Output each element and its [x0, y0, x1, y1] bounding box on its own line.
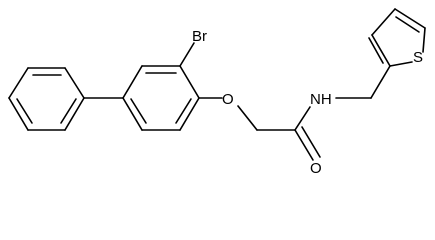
bromophenyl-ring [122, 65, 200, 131]
carbonyl-oxygen-label: O [310, 160, 322, 177]
structure-diagram: Br O NH O S [8, 8, 426, 177]
bromine-label: Br [192, 28, 207, 45]
carbonyl-double-bond [294, 126, 321, 161]
phenyl-ring [8, 67, 85, 131]
amide-nh-label: NH [310, 91, 332, 108]
c-br-bond [179, 42, 195, 67]
thiophene-ring [368, 8, 426, 67]
sulfur-label: S [413, 49, 423, 66]
ch2-thiophene-bond [370, 65, 391, 99]
molecule-drawing: Br O NH O S [8, 8, 426, 177]
o-ch2-bond [237, 105, 258, 131]
ether-oxygen-label: O [222, 91, 234, 108]
c-n-bond [294, 106, 311, 131]
